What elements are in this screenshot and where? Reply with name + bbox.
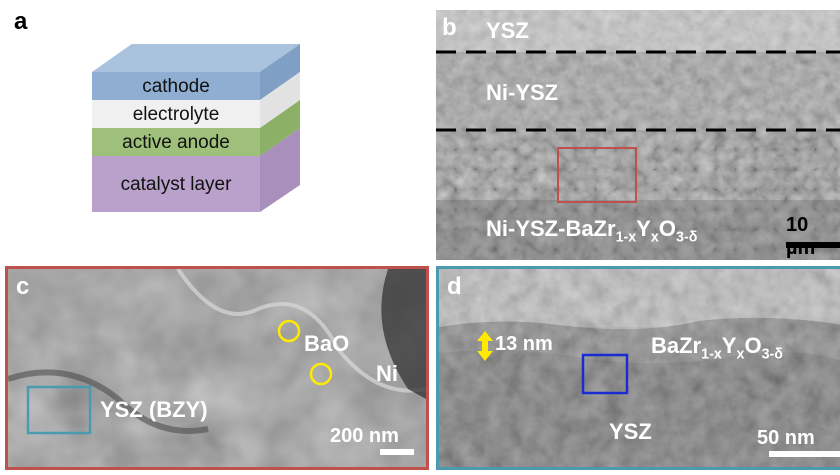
sem-cross-section-image: [436, 10, 840, 260]
scale-label-c: 200 nm: [330, 425, 399, 447]
panel-a: a cathode electrolyte active anode catal…: [0, 0, 430, 260]
scale-label-d: 50 nm: [757, 427, 815, 449]
layer-electrolyte: [92, 100, 260, 128]
layer-label-ni-ysz: Ni-YSZ: [486, 80, 559, 105]
stack-side-anode: [260, 100, 300, 156]
label-ysz: YSZ: [609, 419, 652, 444]
ysz-region-box: [26, 385, 92, 435]
layer-label-composite: Ni-YSZ-BaZr1-xYxO3-δ: [486, 216, 698, 246]
layer-label-ysz: YSZ: [486, 18, 529, 43]
panel-b-label: b: [442, 14, 457, 41]
stack-side-catalyst: [260, 128, 300, 212]
zoom-region-box: [557, 147, 637, 203]
layer-cathode: [92, 72, 260, 100]
tem-image: [439, 269, 840, 467]
bzy-region-box: [581, 353, 629, 395]
layer-label-active-anode: active anode: [122, 132, 230, 153]
scale-bar-d: [769, 451, 840, 457]
layer-label-electrolyte: electrolyte: [132, 104, 220, 125]
panel-d-label: d: [447, 273, 462, 300]
layer-label-catalyst: catalyst layer: [120, 174, 232, 195]
panel-b: b YSZ Ni-YSZ Ni-YSZ-BaZr1-xYxO3-δ 10 µm: [436, 10, 840, 260]
bao-particle-marker-1: [277, 319, 301, 343]
stack-side-electrolyte: [260, 72, 300, 128]
scale-label-b: 10 µm: [786, 214, 816, 259]
layer-active-anode: [92, 128, 260, 156]
scale-bar-c: [380, 449, 414, 455]
layer-stack-diagram: [92, 44, 300, 212]
thickness-arrow: [477, 331, 493, 361]
sem-zoom-image: [8, 269, 426, 467]
layer-catalyst: [92, 156, 260, 212]
label-thickness: 13 nm: [495, 333, 553, 355]
panel-c: c BaO Ni YSZ (BZY) 200 nm: [5, 266, 429, 470]
stack-side-cathode: [260, 44, 300, 100]
layer-label-cathode: cathode: [142, 76, 210, 97]
label-bzy-layer: BaZr1-xYxO3-δ: [651, 333, 783, 363]
bao-particle-marker-2: [309, 362, 333, 386]
label-ni: Ni: [376, 361, 398, 386]
label-bao: BaO: [304, 331, 350, 356]
panel-d: d 13 nm BaZr1-xYxO3-δ YSZ 50 nm: [436, 266, 840, 470]
scale-bar-b: [786, 242, 840, 248]
panel-a-label: a: [14, 8, 28, 35]
panel-c-label: c: [16, 273, 30, 300]
label-ysz-bzy: YSZ (BZY): [100, 397, 208, 422]
